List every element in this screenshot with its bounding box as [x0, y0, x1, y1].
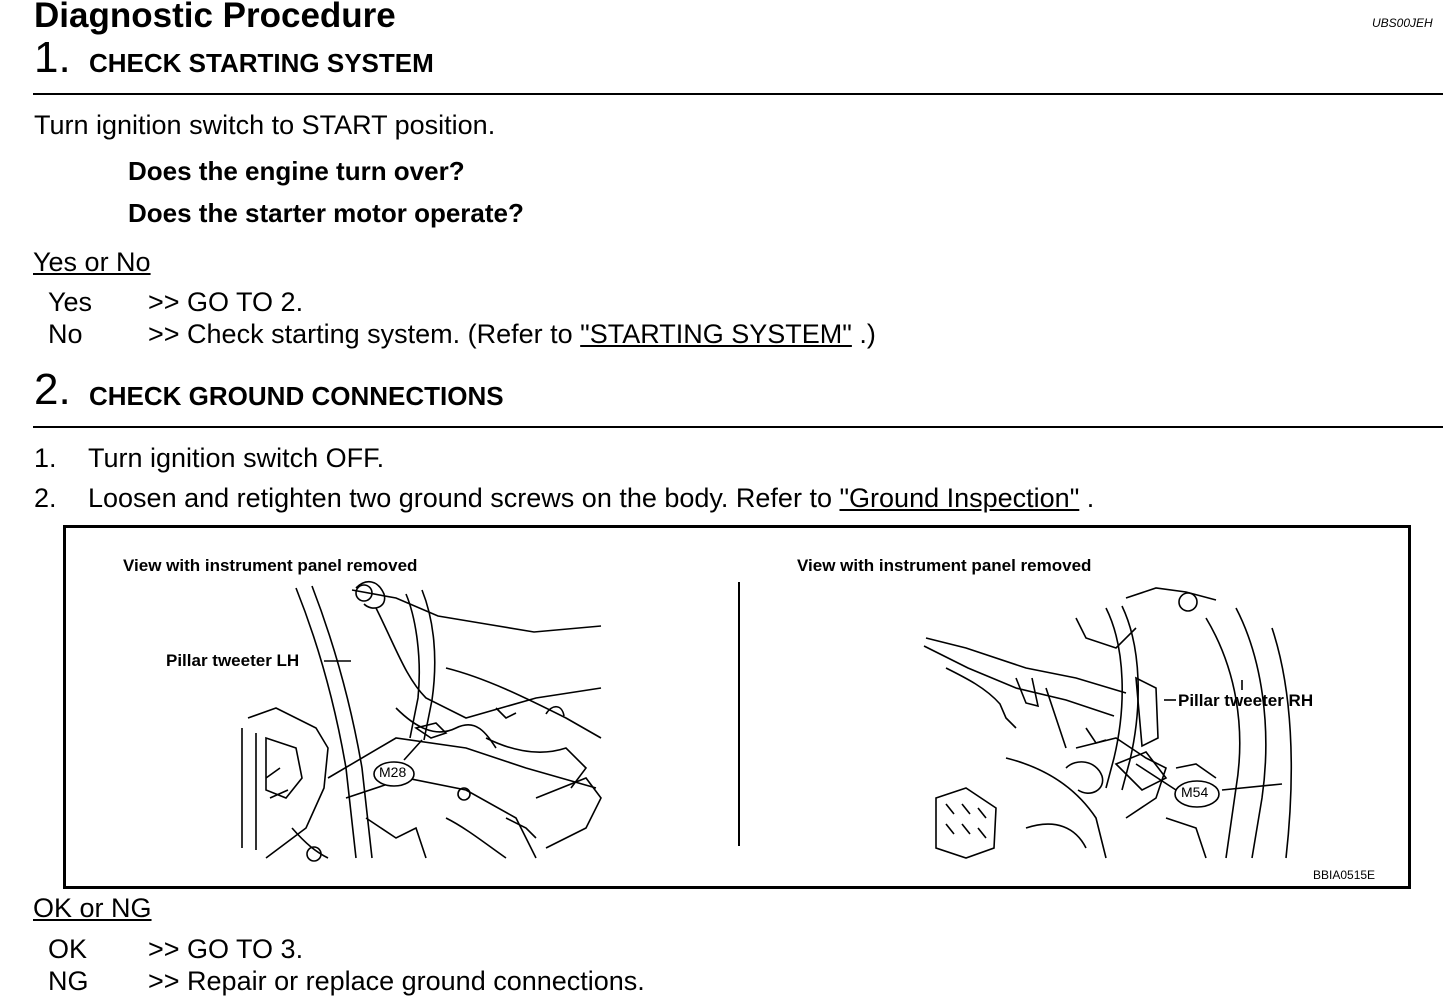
step-2-item-1-number: 1.: [34, 443, 57, 473]
step-2-item-1-text: Turn ignition switch OFF.: [88, 443, 385, 473]
ground-inspection-link[interactable]: "Ground Inspection": [839, 483, 1080, 513]
right-view-caption: View with instrument panel removed: [797, 556, 1092, 575]
step-2-divider: [33, 426, 1443, 428]
page-title: Diagnostic Procedure: [34, 0, 396, 35]
step-2-item-2-text: Loosen and retighten two ground screws o…: [88, 482, 1094, 514]
step-1-result-action-no: >> Check starting system. (Refer to "STA…: [148, 318, 876, 350]
step-2-result-key-ng: NG: [48, 966, 89, 996]
step-1-no-action-suffix: .): [851, 319, 876, 349]
step-1-result-key-yes: Yes: [48, 287, 93, 317]
step-1-divider: [33, 93, 1443, 95]
step-2-result-heading: OK or NG: [33, 893, 152, 923]
step-2-title: CHECK GROUND CONNECTIONS: [89, 381, 504, 411]
starting-system-link[interactable]: "STARTING SYSTEM": [580, 319, 852, 349]
left-view-caption: View with instrument panel removed: [123, 556, 418, 575]
step-2-result-key-ok: OK: [48, 934, 88, 964]
step-2-result-action-ng: >> Repair or replace ground connections.: [148, 966, 645, 996]
step-1-number: 1.: [34, 33, 71, 82]
step-1-result-heading: Yes or No: [33, 247, 151, 277]
step-2-result-action-ok: >> GO TO 3.: [148, 934, 304, 964]
figure-illustration: [241, 581, 1293, 862]
connector-m54-label: M54: [1181, 784, 1209, 800]
step-1-instruction: Turn ignition switch to START position.: [34, 110, 496, 140]
left-pillar-tweeter-label: Pillar tweeter LH: [166, 651, 300, 670]
figure-code: BBIA0515E: [1313, 868, 1376, 882]
step-2-item-2-suffix: .: [1079, 483, 1095, 513]
step-1-result-key-no: No: [48, 319, 83, 349]
step-2-item-2-prefix: Loosen and retighten two ground screws o…: [88, 483, 840, 513]
right-pillar-tweeter-label: Pillar tweeter RH: [1178, 691, 1314, 710]
step-1-question-1: Does the engine turn over?: [128, 156, 465, 186]
document-code: UBS00JEH: [1372, 16, 1433, 30]
step-1-question-2: Does the starter motor operate?: [128, 198, 524, 228]
wiring-figure: View with instrument panel removed Pilla…: [63, 525, 1411, 889]
step-2-item-2-number: 2.: [34, 483, 57, 513]
step-1-result-action-yes: >> GO TO 2.: [148, 287, 304, 317]
step-1-no-action-text: >> Check starting system. (Refer to: [148, 319, 581, 349]
connector-m28-label: M28: [379, 764, 407, 780]
step-1-title: CHECK STARTING SYSTEM: [89, 48, 434, 78]
step-2-number: 2.: [34, 365, 71, 414]
